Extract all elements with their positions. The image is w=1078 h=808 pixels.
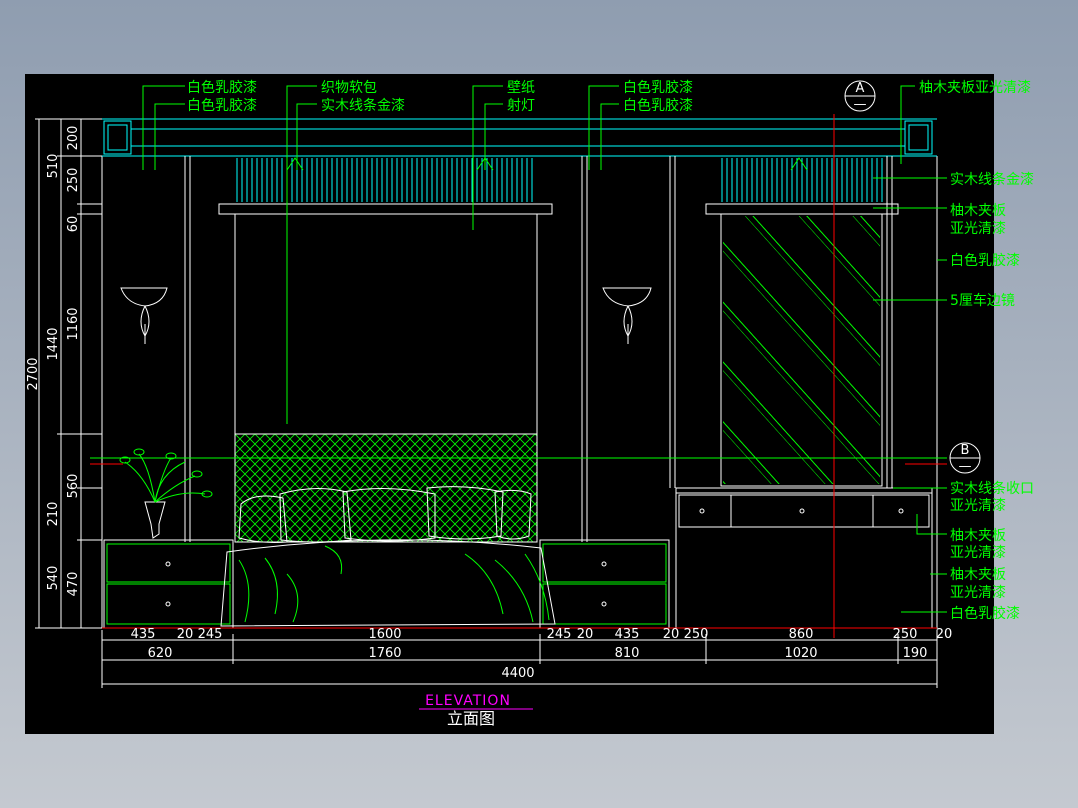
dim-total: 4400 [501,666,534,681]
leader-line [916,514,947,535]
label-top-2: 织物软包 [321,80,377,96]
dim-b1-8: 250 [684,627,709,642]
wall-panels [184,156,893,542]
leader-line [296,103,317,170]
dim-left-60: 60 [66,216,81,233]
dim-b1-6: 435 [615,627,640,642]
dim-left-540: 540 [46,566,61,591]
dim-b1-10: 250 [893,627,918,642]
drawing-title: ELEVATION 立面图 [419,693,533,728]
dim-b2-0: 620 [148,646,173,661]
bed [220,486,556,627]
label-right-12: 白色乳胶漆 [950,605,1020,622]
dim-left-250: 250 [66,168,81,193]
dim-b2-3: 1020 [784,646,817,661]
label-top-3: 实木线条金漆 [321,97,405,114]
dim-b1-4: 245 [547,627,572,642]
dim-left-210: 210 [46,502,61,527]
leader-line [484,103,503,170]
leader-line [600,103,619,170]
spot-lights [286,157,808,171]
dim-b2-4: 190 [903,646,928,661]
leader-line [142,85,185,170]
dim-b1-9: 860 [789,627,814,642]
dims-bottom-row1: 435 20 245 1600 245 20 435 20 250 860 25… [131,627,953,642]
dim-left-1440: 1440 [46,327,61,360]
section-sub-a: — [854,97,867,112]
dim-left-200: 200 [66,126,81,151]
mirror-glass [723,216,880,484]
title-cn: 立面图 [447,709,495,728]
flower-vase [119,448,213,539]
dim-b1-3: 1600 [368,627,401,642]
dims-left-text: 200 250 60 1160 560 210 470 540 510 1440… [26,126,81,597]
dim-b1-1: 20 [177,627,194,642]
dim-left-560: 560 [66,474,81,499]
dims-bottom-row2: 620 1760 810 1020 190 [148,646,928,661]
label-right-3: 亚光清漆 [950,221,1006,237]
label-top-5: 射灯 [507,98,535,114]
label-top-0: 白色乳胶漆 [187,79,257,96]
mirror-section [705,203,899,487]
label-right-7: 亚光清漆 [950,498,1006,514]
curtain-stripes-right [721,158,883,202]
dim-left-510: 510 [46,154,61,179]
dims-left-lines [35,118,102,629]
nightstand-right [539,539,670,629]
label-right-11: 亚光清漆 [950,585,1006,601]
label-right-2: 柚木夹板 [950,203,1006,219]
section-lines [90,114,947,638]
dim-b1-5: 20 [577,627,594,642]
labels-top: 白色乳胶漆 白色乳胶漆 织物软包 实木线条金漆 壁纸 射灯 白色乳胶漆 白色乳胶… [187,79,693,114]
ceiling-beam [102,118,937,157]
section-marker-b: B — [949,442,981,474]
wall-sconce-right [602,287,652,344]
label-right-8: 柚木夹板 [950,528,1006,544]
dim-b1-11: 20 [936,627,953,642]
section-letter-a: A [856,81,865,96]
dim-left-2700: 2700 [26,357,41,390]
dim-b1-0: 435 [131,627,156,642]
label-right-10: 柚木夹板 [950,567,1006,583]
leader-line [472,85,503,230]
leader-line [588,85,619,170]
headboard-section [218,203,553,434]
title-en: ELEVATION [425,693,511,709]
label-top-4: 壁纸 [507,80,535,96]
dim-b2-1: 1760 [368,646,401,661]
label-right-9: 亚光清漆 [950,545,1006,561]
label-right-4: 白色乳胶漆 [950,252,1020,269]
labels-right: 柚木夹板亚光清漆 实木线条金漆 柚木夹板 亚光清漆 白色乳胶漆 5厘车边镜 实木… [919,80,1034,622]
bed-folds [238,545,550,623]
leader-line [286,85,317,424]
label-top-6: 白色乳胶漆 [623,79,693,96]
section-sub-b: — [959,459,972,474]
dims-bottom-lines [101,630,938,688]
dim-b1-7: 20 [663,627,680,642]
dim-left-470: 470 [66,572,81,597]
label-right-5: 5厘车边镜 [950,292,1015,309]
label-right-1: 实木线条金漆 [950,171,1034,188]
label-top-1: 白色乳胶漆 [187,97,257,114]
wall-sconce-left [120,287,168,344]
nightstand-left [103,539,234,629]
dim-b2-2: 810 [615,646,640,661]
leader-line [900,85,915,164]
dresser-cabinet [675,487,933,629]
cad-viewport[interactable]: A — B — 白色乳胶漆 白色乳胶漆 织物软包 实木线条金漆 壁纸 射灯 白色… [25,74,1034,734]
dim-left-1160: 1160 [66,307,81,340]
elevation-drawing: A — B — 白色乳胶漆 白色乳胶漆 织物软包 实木线条金漆 壁纸 射灯 白色… [26,79,1034,728]
label-right-0: 柚木夹板亚光清漆 [919,80,1031,96]
label-right-6: 实木线条收口 [950,480,1034,497]
leader-lines [142,85,947,613]
curtain-stripes-center [236,158,533,202]
dim-b1-2: 245 [198,627,223,642]
leader-line [154,103,185,170]
section-marker-a: A — [844,80,876,112]
label-top-7: 白色乳胶漆 [623,97,693,114]
section-letter-b: B [961,443,970,458]
